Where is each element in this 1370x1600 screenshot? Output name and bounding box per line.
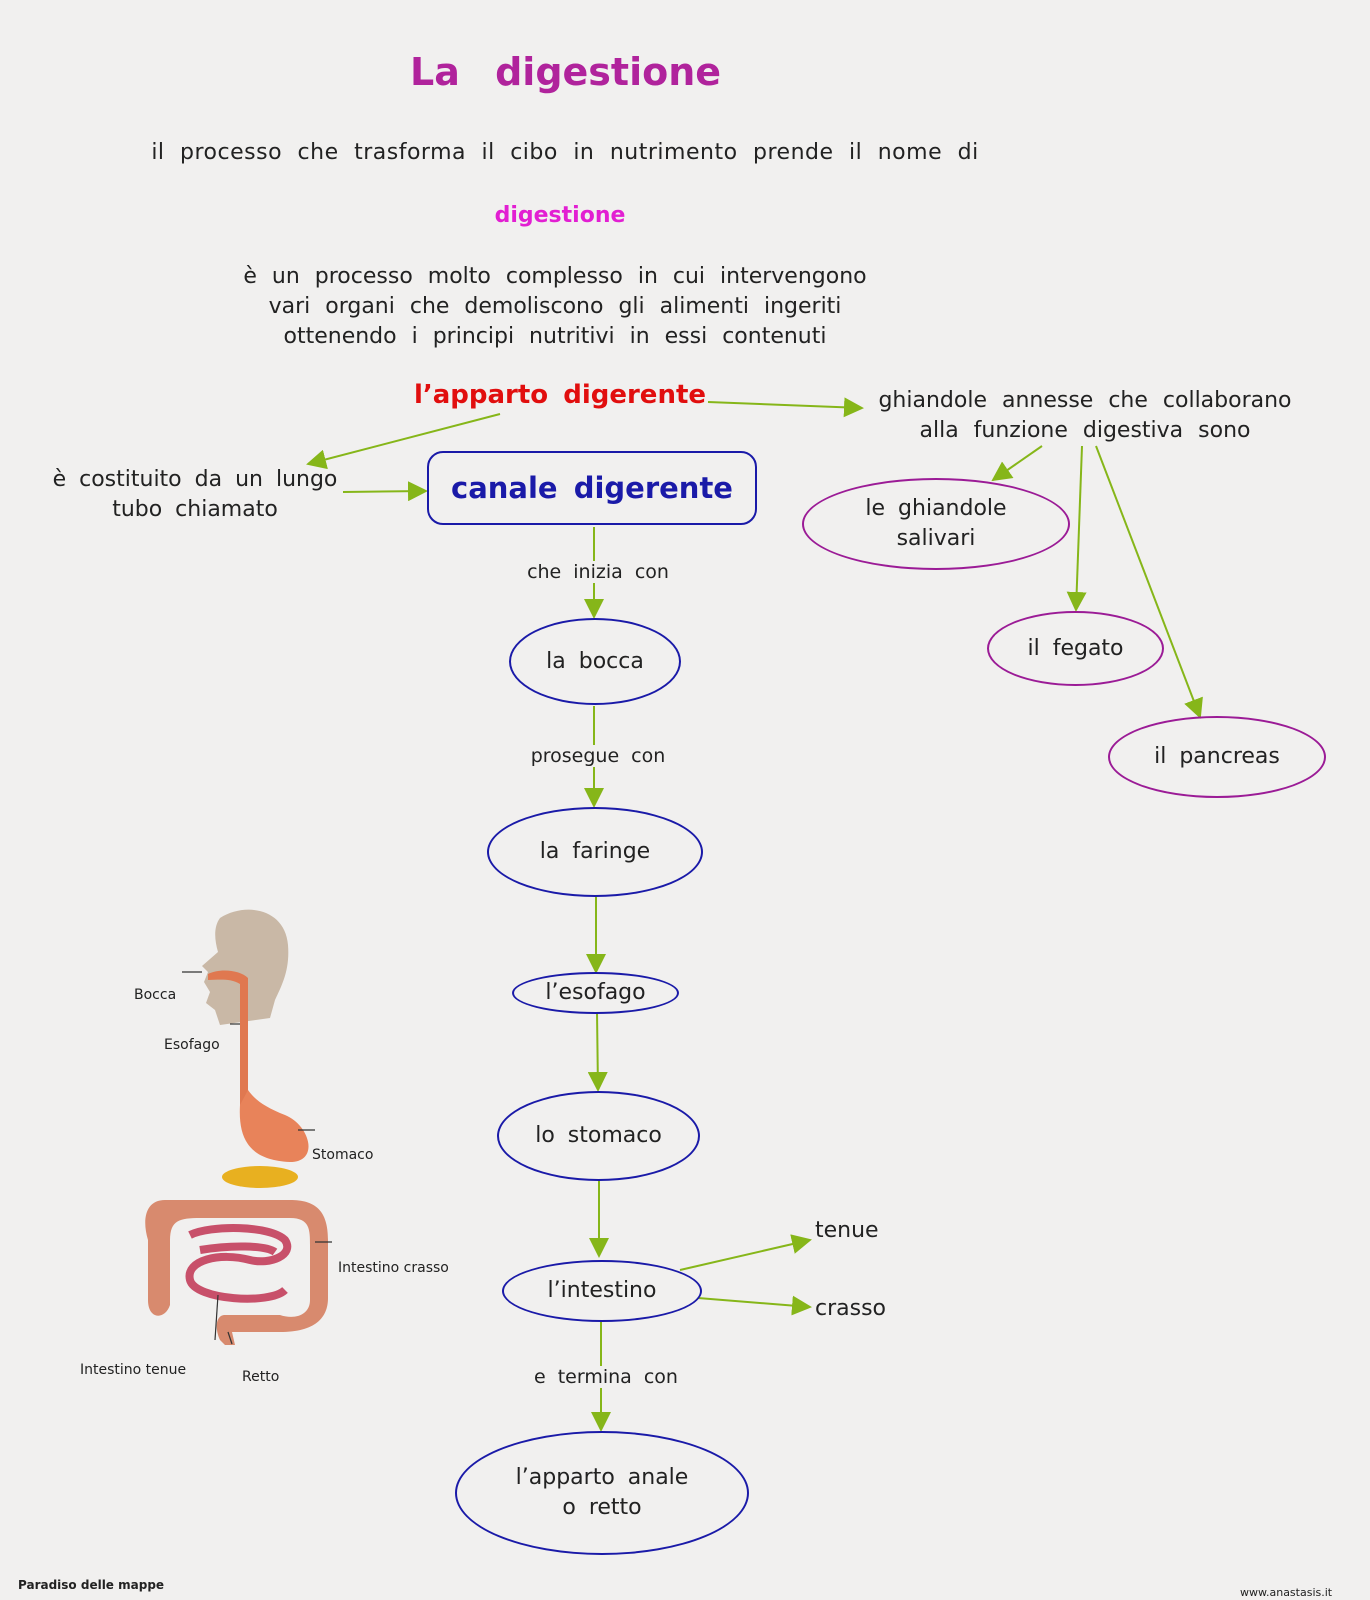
arrow-esofago-stomaco [587, 1011, 608, 1092]
arrow-ghiandole-salivari [991, 445, 1043, 482]
description-line: è un processo molto complesso in cui int… [243, 264, 867, 289]
link-prosegue: prosegue con [518, 745, 678, 767]
fig-label-esofago: Esofago [164, 1037, 220, 1053]
arrow-apparato-costituito [306, 413, 501, 470]
node-intestino: l’intestino [502, 1260, 702, 1322]
fig-label-tenue: Intestino tenue [80, 1362, 187, 1378]
page-title: La digestione [410, 50, 722, 94]
footer-right: www.anastasis.it [1240, 1586, 1333, 1599]
description-line: vari organi che demoliscono gli alimenti… [268, 294, 842, 319]
node-retto: l’apparto anale o retto [455, 1431, 749, 1555]
intro-text: il processo che trasforma il cibo in nut… [151, 140, 979, 165]
canale-digerente-box: canale digerente [427, 451, 757, 525]
branch-crasso: crasso [815, 1296, 887, 1321]
salivari-line: salivari [896, 526, 976, 551]
footer-left: Paradiso delle mappe [18, 1578, 165, 1592]
costituito-line: tubo chiamato [112, 497, 278, 522]
branch-tenue: tenue [815, 1218, 879, 1243]
arrow-intestino-crasso [697, 1295, 812, 1316]
link-inizia: che inizia con [512, 561, 684, 583]
node-fegato: il fegato [987, 611, 1164, 686]
arrow-costituito-canale [342, 481, 428, 502]
arrow-intestino-tenue [679, 1234, 812, 1271]
ghiandole-intro-line: alla funzione digestiva sono [919, 418, 1251, 443]
arrow-ghiandole-pancreas [1095, 445, 1203, 719]
costituito-text: è costituito da un lungo tubo chiamato [30, 465, 360, 525]
ghiandole-intro-line: ghiandole annesse che collaborano [878, 388, 1292, 413]
stomach [239, 1090, 309, 1162]
small-intestine [185, 1224, 292, 1303]
node-bocca: la bocca [509, 618, 681, 705]
large-intestine [145, 1200, 328, 1345]
fig-label-retto: Retto [242, 1369, 280, 1385]
node-faringe: la faringe [487, 807, 703, 897]
description-line: ottenendo i principi nutritivi in essi c… [283, 324, 827, 349]
node-pancreas: il pancreas [1108, 716, 1326, 798]
ghiandole-intro-text: ghiandole annesse che collaborano alla f… [860, 386, 1310, 446]
arrow-ghiandole-fegato [1066, 445, 1087, 612]
salivari-line: le ghiandole [865, 496, 1007, 521]
fig-label-crasso: Intestino crasso [338, 1260, 449, 1276]
fig-label-bocca: Bocca [134, 987, 177, 1003]
keyword-digestione: digestione [494, 203, 626, 228]
link-termina: e termina con [518, 1366, 694, 1388]
node-ghiandole-salivari: le ghiandole salivari [802, 478, 1070, 570]
node-esofago: l’esofago [512, 972, 679, 1014]
pancreas [222, 1166, 298, 1188]
head-silhouette [202, 909, 289, 1025]
costituito-line: è costituito da un lungo [52, 467, 338, 492]
fig-label-stomaco: Stomaco [312, 1147, 374, 1163]
node-stomaco: lo stomaco [497, 1091, 700, 1181]
retto-line: o retto [562, 1495, 642, 1520]
description-text: è un processo molto complesso in cui int… [180, 262, 930, 352]
digestive-system-illustration [145, 909, 332, 1345]
arrow-apparato-ghiandole [707, 397, 864, 418]
apparato-digerente-label: l’apparto digerente [413, 380, 707, 410]
retto-line: l’apparto anale [515, 1465, 689, 1490]
